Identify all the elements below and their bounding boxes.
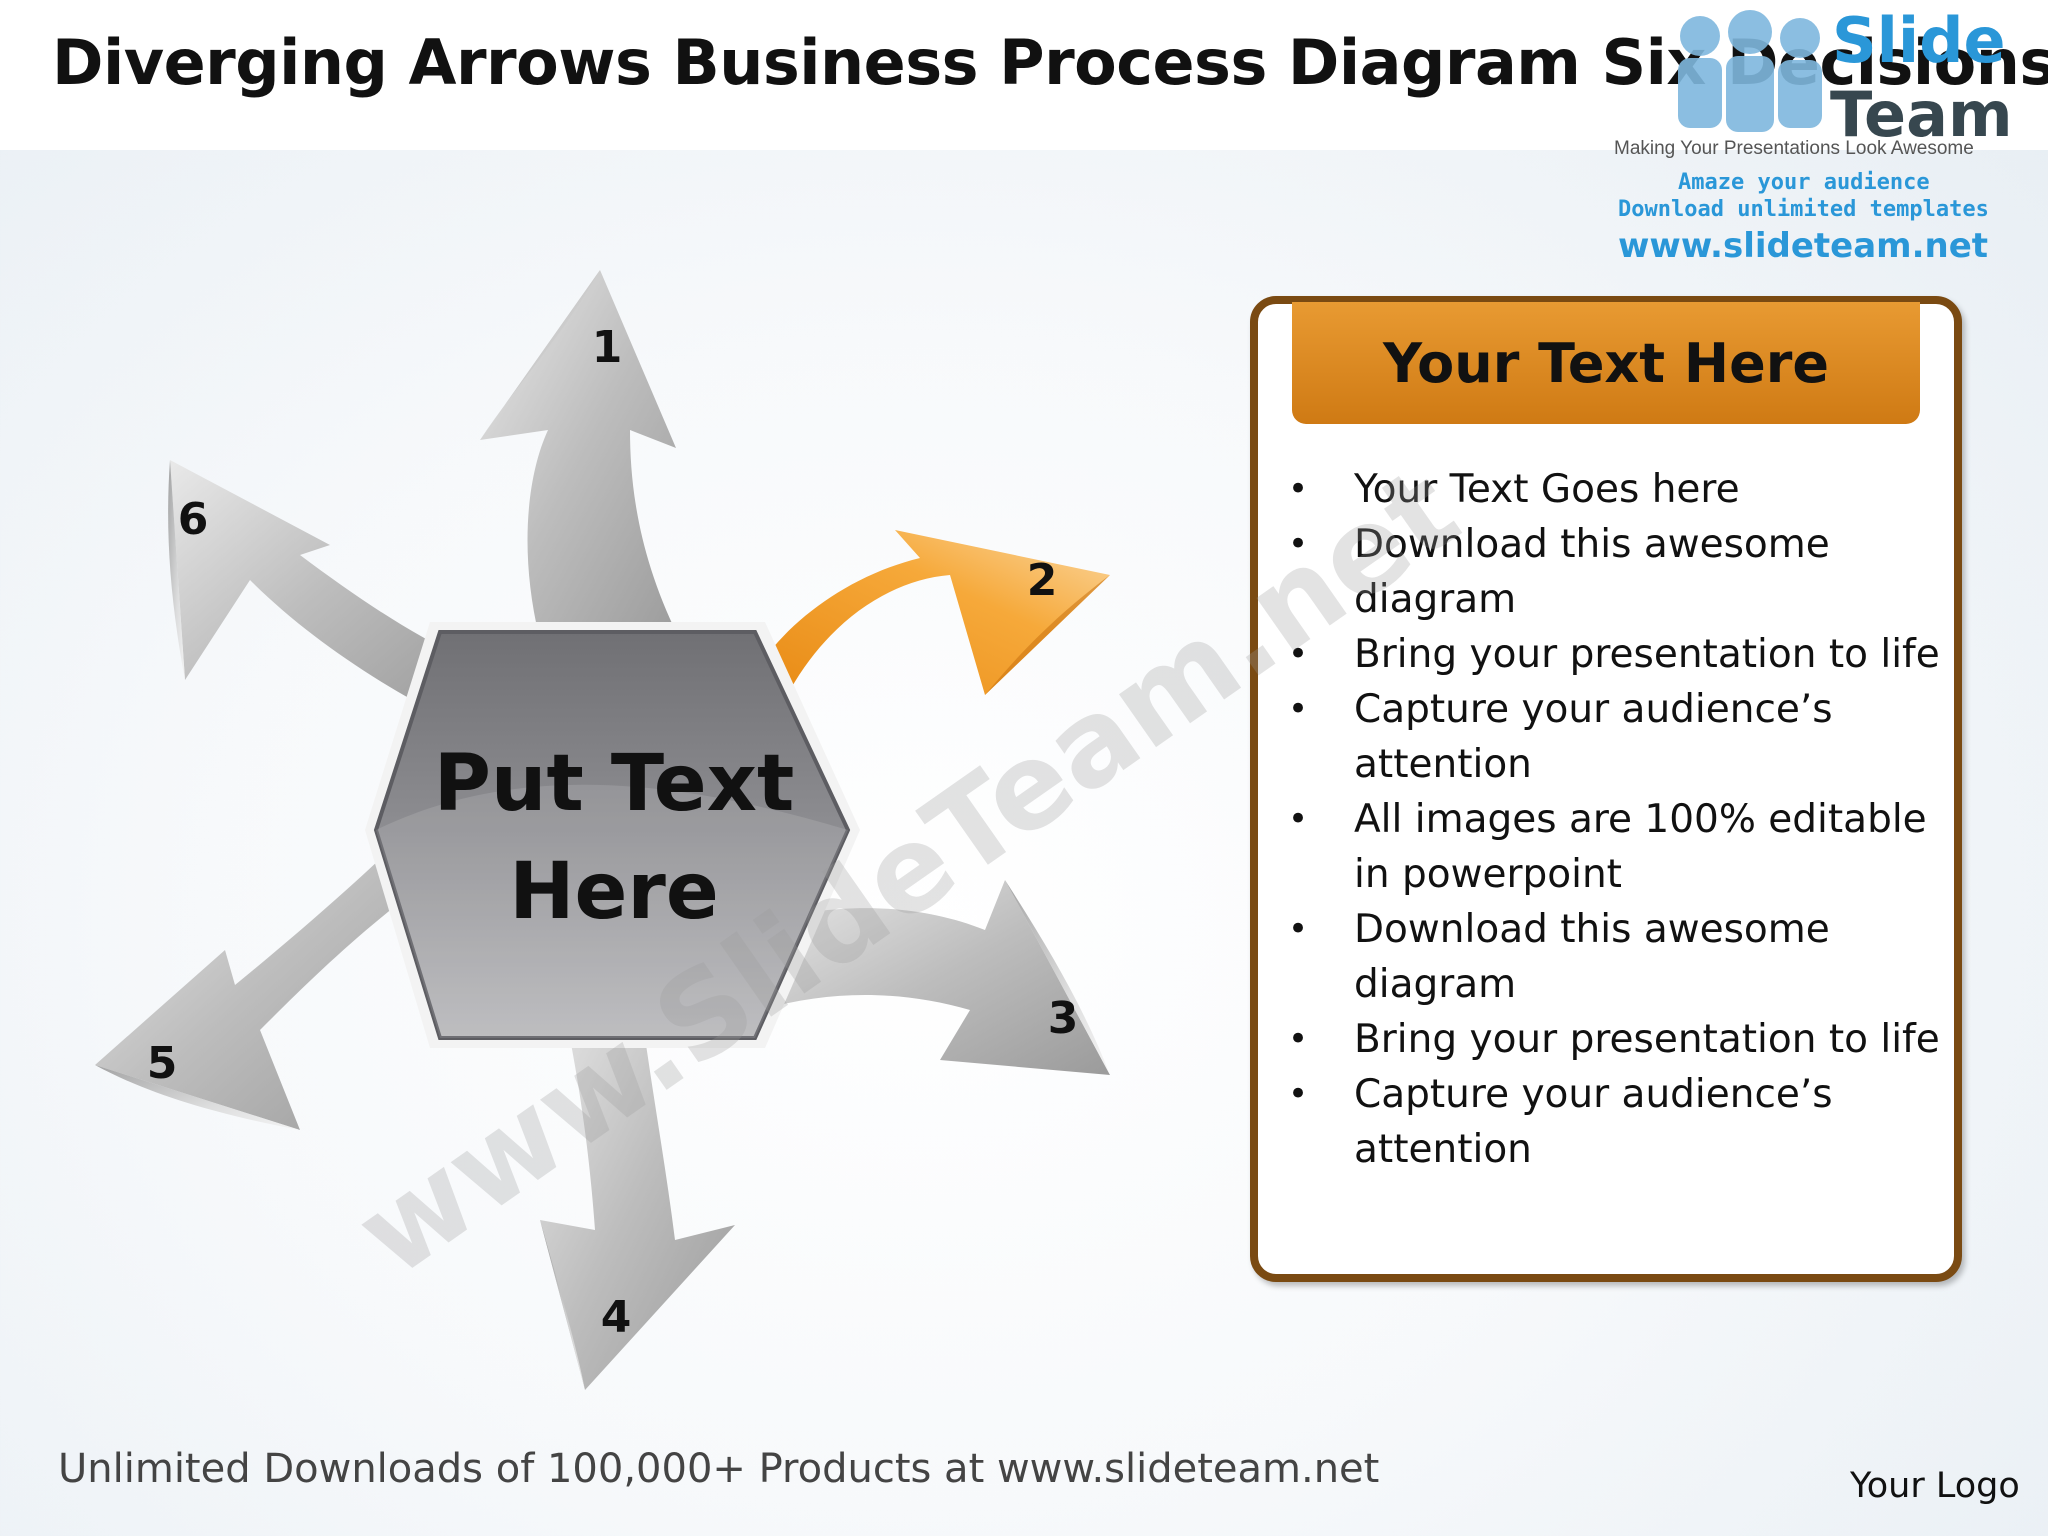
- bullet-item: Your Text Goes here: [1280, 462, 1940, 517]
- arrow-5[interactable]: [95, 830, 430, 1130]
- bullet-item: All images are 100% editable in powerpoi…: [1280, 792, 1940, 902]
- center-hexagon[interactable]: [365, 622, 860, 1048]
- logo-placeholder: Your Logo: [1850, 1466, 2020, 1506]
- people-icon: [1678, 10, 1822, 132]
- brand-promo-line1: Amaze your audience: [1678, 170, 1930, 195]
- arrow-5-number: 5: [147, 1038, 178, 1089]
- panel-header: Your Text Here: [1292, 302, 1920, 424]
- arrow-3-number: 3: [1048, 993, 1079, 1044]
- bullet-item: Download this awesome diagram: [1280, 517, 1940, 627]
- arrow-6-number: 6: [178, 494, 209, 545]
- bullet-item: Capture your audience’s attention: [1280, 1067, 1940, 1177]
- arrow-4[interactable]: [540, 990, 735, 1390]
- brand-team-word: Team: [1830, 78, 2013, 151]
- bullet-item: Bring your presentation to life: [1280, 1012, 1940, 1067]
- footer-text: Unlimited Downloads of 100,000+ Products…: [58, 1446, 1380, 1492]
- arrow-6[interactable]: [168, 460, 470, 720]
- bullet-item: Capture your audience’s attention: [1280, 682, 1940, 792]
- bullet-list: Your Text Goes here Download this awesom…: [1280, 462, 1940, 1177]
- center-text-line1: Put Text: [434, 739, 794, 829]
- arrow-1[interactable]: [480, 270, 680, 640]
- arrow-2[interactable]: [760, 530, 1110, 695]
- arrow-4-number: 4: [601, 1292, 632, 1343]
- brand-tagline: Making Your Presentations Look Awesome: [1614, 138, 1974, 159]
- brand-slide-word: Slide: [1832, 4, 2006, 77]
- brand-logo: Slide Team Making Your Presentations Loo…: [1600, 0, 2030, 270]
- panel-header-text: Your Text Here: [1383, 331, 1829, 395]
- brand-promo-line2: Download unlimited templates: [1618, 197, 1989, 222]
- arrow-1-number: 1: [592, 322, 623, 373]
- center-text-line2: Here: [509, 847, 719, 937]
- bullet-item: Bring your presentation to life: [1280, 627, 1940, 682]
- arrow-3[interactable]: [760, 880, 1110, 1075]
- bullet-item: Download this awesome diagram: [1280, 902, 1940, 1012]
- arrow-2-number: 2: [1027, 555, 1058, 606]
- brand-url[interactable]: www.slideteam.net: [1618, 226, 1989, 266]
